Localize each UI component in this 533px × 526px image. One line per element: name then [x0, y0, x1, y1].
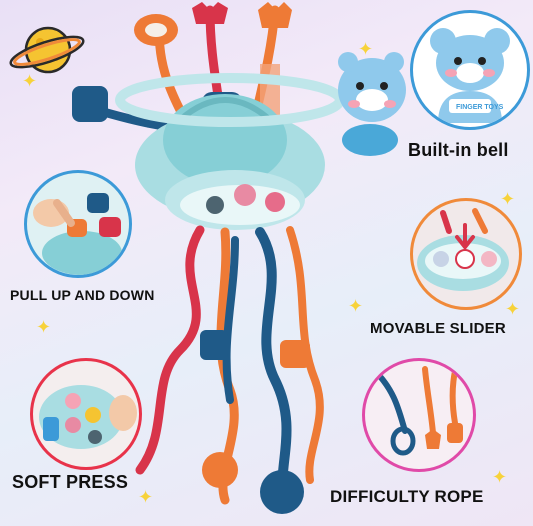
arrow-down-icon [455, 223, 475, 251]
planet-icon [9, 26, 85, 74]
shirt-text: FINGER TOYS [456, 104, 504, 111]
caption-pull-up-and-down: PULL UP AND DOWN [10, 287, 155, 303]
caption-built-in-bell: Built-in bell [408, 140, 509, 160]
feature-bubble-bell: FINGER TOYS [410, 10, 530, 130]
feature-bubble-slider [410, 198, 522, 310]
sparkle-icon: ✦ [22, 71, 38, 91]
caption-difficulty-rope: DIFFICULTY ROPE [330, 487, 484, 506]
feature-bubble-press [30, 358, 142, 470]
sparkle-icon: ✦ [36, 317, 52, 337]
feature-bubble-rope [362, 358, 476, 472]
sparkle-icon: ✦ [348, 296, 364, 316]
bear-icon [430, 28, 510, 123]
toy-illustration [72, 2, 406, 514]
sparkle-icon: ✦ [138, 487, 154, 507]
sparkle-icon: ✦ [492, 467, 508, 487]
feature-bubble-pull [24, 170, 132, 278]
caption-movable-slider: MOVABLE SLIDER [370, 320, 506, 337]
sparkle-icon: ✦ [505, 299, 521, 319]
caption-soft-press: SOFT PRESS [12, 472, 129, 492]
sparkle-icon: ✦ [358, 39, 374, 59]
sparkle-icon: ✦ [500, 189, 516, 209]
